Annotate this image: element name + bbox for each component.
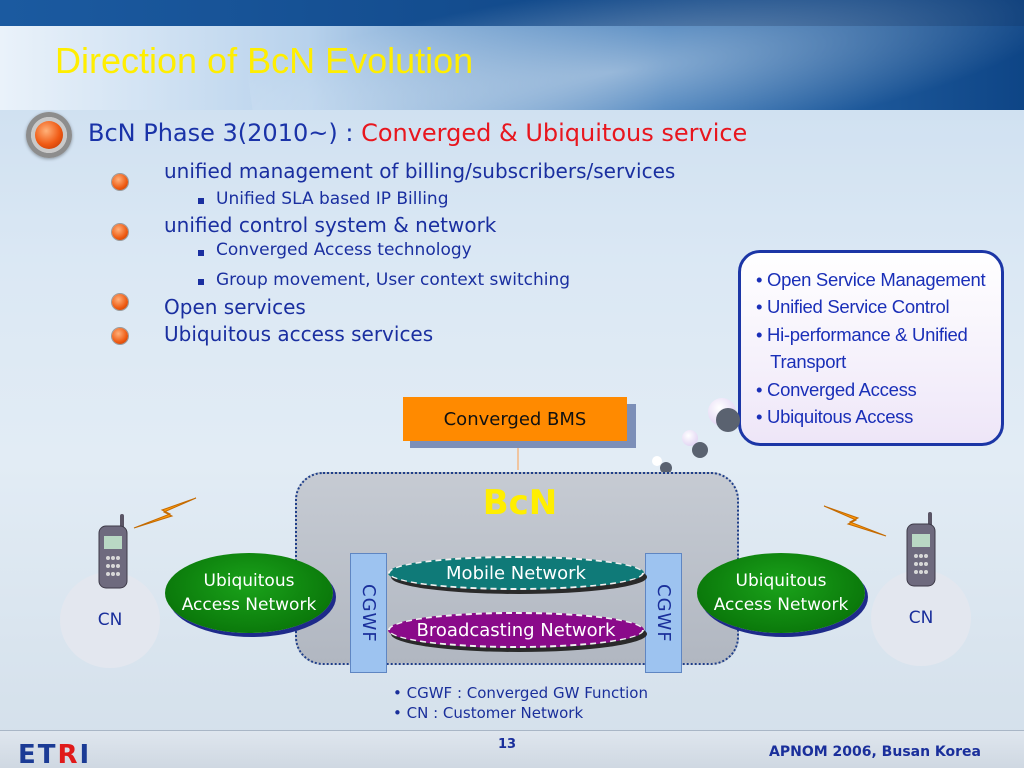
cgwf-label: CGWF — [358, 583, 379, 643]
callout-item: • Converged Access — [756, 379, 917, 400]
callout-item: Transport — [756, 351, 846, 372]
callout-item: • Ubiquitous Access — [756, 406, 914, 427]
page-number: 13 — [498, 737, 517, 752]
title-banner — [0, 0, 1024, 110]
thought-bubble — [652, 456, 662, 466]
title-banner-topline — [0, 0, 1024, 26]
sub-bullet-item: Group movement, User context switching — [216, 270, 571, 290]
uan-line-2: Access Network — [713, 595, 849, 615]
etri-logo: ETRI — [18, 740, 91, 768]
thought-bubble — [682, 430, 698, 446]
orange-bullet-icon — [112, 294, 128, 310]
uan-line-2: Access Network — [181, 595, 317, 615]
bcn-label: BcN — [482, 483, 558, 523]
footnote: • CGWF : Converged GW Function — [393, 684, 648, 702]
wireless-signal-icon — [823, 505, 887, 537]
cgwf-box-left: CGWF — [350, 553, 387, 673]
thought-bubble-shadow — [660, 462, 672, 474]
wireless-signal-icon — [133, 497, 197, 529]
thought-bubble-shadow — [716, 408, 740, 432]
uan-line-1: Ubiquitous — [203, 571, 295, 591]
converged-bms-box: Converged BMS — [403, 397, 627, 441]
heading-highlight: Converged & Ubiquitous service — [361, 119, 748, 147]
orange-bullet-icon — [112, 328, 128, 344]
cgwf-label: CGWF — [653, 583, 674, 643]
footer-bar — [0, 730, 1024, 768]
footnote: • CN : Customer Network — [393, 704, 584, 722]
broadcasting-network: Broadcasting Network — [388, 612, 644, 648]
bullet-item: Open services — [164, 295, 306, 319]
conference-label: APNOM 2006, Busan Korea — [769, 744, 982, 760]
orange-bullet-icon — [112, 224, 128, 240]
square-bullet-icon — [198, 198, 204, 204]
callout-item: • Hi-performance & Unified — [756, 324, 968, 345]
sub-bullet-item: Converged Access technology — [216, 240, 472, 260]
logo-text-accent: R — [57, 740, 80, 768]
callout-item: • Unified Service Control — [756, 296, 950, 317]
bullet-item: Ubiquitous access services — [164, 322, 434, 346]
uan-line-1: Ubiquitous — [735, 571, 827, 591]
callout-item: • Open Service Management — [756, 269, 986, 290]
cgwf-box-right: CGWF — [645, 553, 682, 673]
main-bullet-icon — [26, 112, 72, 158]
feature-callout — [738, 250, 1004, 446]
section-heading: BcN Phase 3(2010~) : Converged & Ubiquit… — [88, 119, 747, 147]
thought-bubble-shadow — [692, 442, 708, 458]
mobile-network: Mobile Network — [388, 556, 644, 590]
mobile-phone-icon — [906, 512, 936, 587]
mobile-phone-icon — [98, 514, 128, 589]
page-title: Direction of BcN Evolution — [55, 40, 474, 81]
logo-text: ET — [18, 740, 58, 768]
sub-bullet-item: Unified SLA based IP Billing — [216, 189, 449, 209]
bms-connector — [517, 448, 519, 470]
heading-prefix: BcN Phase 3(2010~) : — [88, 119, 362, 147]
orange-bullet-icon — [112, 174, 128, 190]
square-bullet-icon — [198, 250, 204, 256]
logo-text: I — [79, 740, 92, 768]
square-bullet-icon — [198, 279, 204, 285]
bullet-item: unified control system & network — [164, 213, 497, 237]
bullet-item: unified management of billing/subscriber… — [164, 159, 676, 183]
